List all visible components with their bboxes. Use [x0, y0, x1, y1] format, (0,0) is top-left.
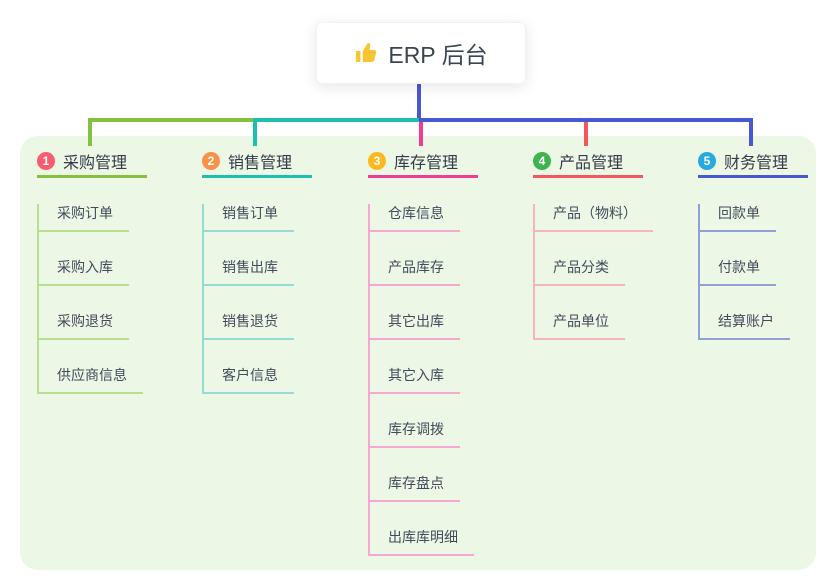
thumbs-up-icon	[354, 41, 378, 65]
child-node[interactable]: 产品分类	[535, 258, 625, 286]
branch-number-badge: 5	[698, 151, 716, 170]
child-node[interactable]: 采购订单	[39, 204, 129, 232]
branch-title[interactable]: 4 产品管理	[533, 146, 643, 178]
branch-number-badge: 4	[533, 151, 551, 170]
child-node[interactable]: 库存盘点	[370, 474, 460, 502]
child-node[interactable]: 销售出库	[204, 258, 294, 286]
branch-children: 销售订单销售出库销售退货客户信息	[202, 204, 294, 394]
connector-drop-4	[584, 118, 588, 146]
branch-children: 仓库信息产品库存其它出库其它入库库存调拨库存盘点出库库明细	[368, 204, 474, 556]
connector-drop-3	[419, 118, 423, 146]
root-node[interactable]: ERP 后台	[316, 22, 526, 84]
connector-drop-2	[253, 118, 257, 146]
branch-node-4: 4 产品管理 产品（物料） 产品分类产品单位	[533, 146, 653, 340]
branch-node-2: 2 销售管理 销售订单销售出库销售退货客户信息	[202, 146, 312, 394]
branch-number-badge: 2	[202, 151, 220, 170]
child-node[interactable]: 销售订单	[204, 204, 294, 232]
child-node[interactable]: 库存调拨	[370, 420, 460, 448]
child-node[interactable]: 仓库信息	[370, 204, 460, 232]
branch-title[interactable]: 5 财务管理	[698, 146, 808, 178]
branch-number-badge: 1	[37, 151, 55, 170]
child-node[interactable]: 出库库明细	[370, 528, 474, 556]
branch-node-5: 5 财务管理 回款单付款单结算账户	[698, 146, 808, 340]
branch-title-text: 采购管理	[63, 154, 128, 172]
child-node[interactable]: 其它出库	[370, 312, 460, 340]
branch-title-text: 财务管理	[724, 154, 789, 172]
child-node[interactable]: 付款单	[700, 258, 776, 286]
child-node[interactable]: 产品单位	[535, 312, 625, 340]
branch-children: 采购订单采购入库采购退货供应商信息	[37, 204, 143, 394]
branch-node-3: 3 库存管理 仓库信息产品库存其它出库其它入库库存调拨库存盘点出库库明细	[368, 146, 478, 556]
branches-panel	[20, 136, 816, 570]
branch-title[interactable]: 1 采购管理	[37, 146, 147, 178]
connector-drop-5	[749, 118, 753, 146]
child-node[interactable]: 销售退货	[204, 312, 294, 340]
branch-children: 回款单付款单结算账户	[698, 204, 790, 340]
child-node[interactable]: 结算账户	[700, 312, 790, 340]
branch-number-badge: 3	[368, 151, 386, 170]
connector-segment-left	[88, 118, 253, 122]
branch-title[interactable]: 3 库存管理	[368, 146, 478, 178]
connector-segment-middle	[253, 118, 419, 122]
connector-drop-1	[88, 118, 92, 146]
branch-node-1: 1 采购管理 采购订单采购入库采购退货供应商信息	[37, 146, 147, 394]
child-node[interactable]: 客户信息	[204, 366, 294, 394]
branch-title-text: 库存管理	[394, 154, 459, 172]
connector-segment-right	[419, 118, 753, 122]
child-node[interactable]: 产品库存	[370, 258, 460, 286]
child-node[interactable]: 供应商信息	[39, 366, 143, 394]
branch-title-text: 销售管理	[228, 154, 293, 172]
child-node[interactable]: 其它入库	[370, 366, 460, 394]
branch-title-text: 产品管理	[559, 154, 624, 172]
child-node[interactable]: 回款单	[700, 204, 776, 232]
child-node[interactable]: 产品（物料）	[535, 204, 653, 232]
root-title: ERP 后台	[388, 42, 488, 68]
child-node[interactable]: 采购入库	[39, 258, 129, 286]
connector-root-line	[417, 82, 421, 118]
branch-children: 产品（物料） 产品分类产品单位	[533, 204, 653, 340]
child-node[interactable]: 采购退货	[39, 312, 129, 340]
branch-title[interactable]: 2 销售管理	[202, 146, 312, 178]
